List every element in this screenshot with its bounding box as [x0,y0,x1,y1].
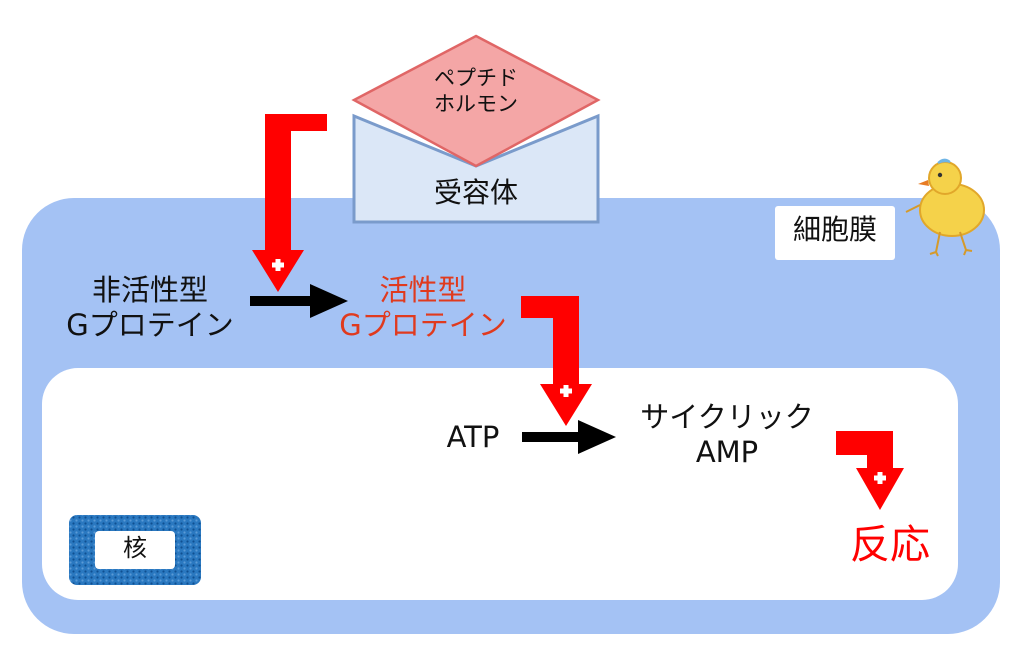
reaction-label: 反応 [850,522,930,568]
inactive-g-protein-line2: Gプロテイン [66,308,234,343]
peptide-hormone-line1: ペプチド [434,66,518,90]
peptide-hormone-line2: ホルモン [434,91,518,116]
inactive-g-protein-line1: 非活性型 [91,273,208,307]
cytoplasm [42,368,958,600]
receptor-shape [352,113,600,224]
camp-label: サイクリック AMP [612,400,842,471]
peptide-hormone-label: ペプチド ホルモン [406,66,546,117]
conversion-arrow [522,420,616,454]
camp-line2: AMP [695,435,759,470]
camp-line1: サイクリック [640,400,814,434]
signal-arrow-3 [836,431,904,510]
inactive-g-protein-label: 非活性型 Gプロテイン [40,273,260,344]
atp-label: ATP [446,420,500,454]
peptide-hormone-shape [351,34,601,168]
nucleus-label: 核 [123,534,147,562]
active-g-protein-line2: Gプロテイン [339,308,507,343]
active-g-protein-line1: 活性型 [379,273,467,307]
signal-arrow-2 [521,296,592,426]
membrane-label: 細胞膜 [792,213,877,246]
signal-arrow-1 [252,114,327,292]
activation-arrow [250,284,348,318]
chick-icon [905,158,985,257]
membrane-label-box [775,206,895,260]
receptor-label: 受容体 [433,176,518,209]
nucleus-label-box [95,531,175,569]
active-g-protein-label: 活性型 Gプロテイン [313,273,533,344]
